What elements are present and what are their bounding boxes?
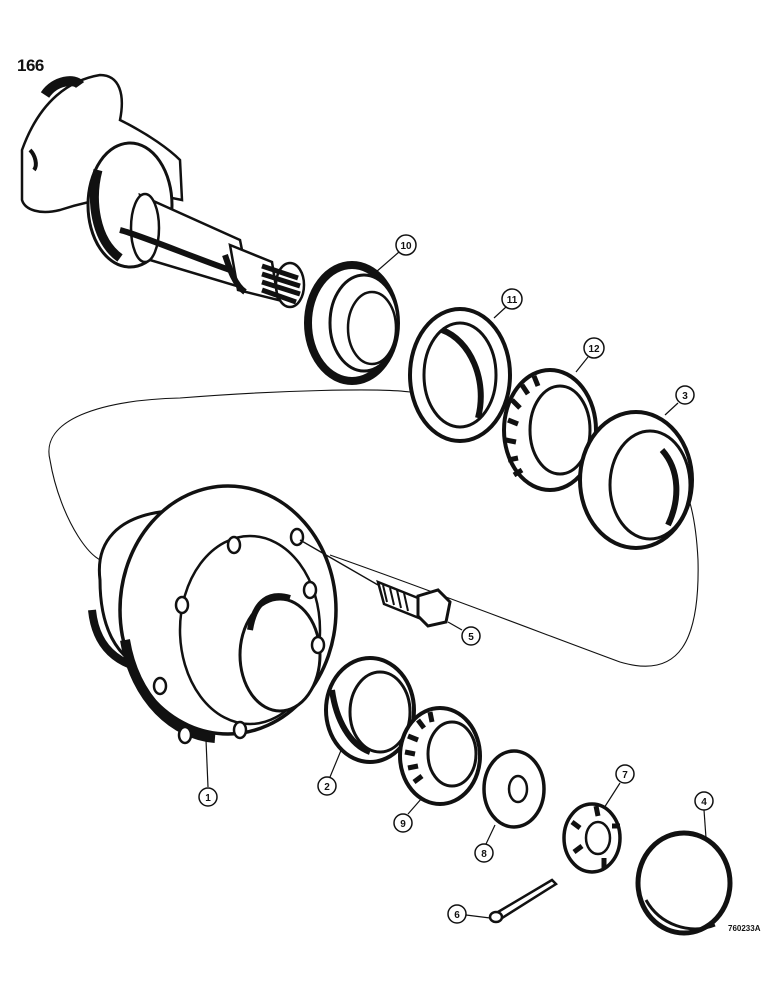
hub-part-1 [88, 484, 338, 745]
callout-11: 11 [493, 288, 523, 319]
callout-label-11: 11 [507, 295, 518, 306]
callout-1: 1 [198, 739, 218, 807]
callout-label-5: 5 [468, 632, 474, 643]
bearing-seal-part-11 [408, 307, 512, 443]
callout-label-10: 10 [400, 241, 412, 252]
callout-label-12: 12 [588, 344, 600, 355]
callout-label-3: 3 [682, 391, 688, 402]
callout-9: 9 [393, 797, 423, 833]
spindle-axle-housing [20, 73, 306, 309]
bearing-cup-part-2 [324, 656, 416, 764]
callout-12: 12 [575, 337, 605, 373]
figure-reference: 760233A [728, 924, 761, 933]
callout-3: 3 [664, 385, 695, 416]
callout-label-8: 8 [481, 849, 487, 860]
callout-7: 7 [603, 764, 635, 809]
stud-bolt-part-5 [299, 539, 452, 628]
castle-nut-part-7 [562, 802, 622, 874]
page-number: 166 [17, 56, 44, 75]
seal-part-10 [304, 261, 400, 385]
hub-bolt-holes [152, 527, 326, 745]
callout-8: 8 [474, 824, 496, 863]
callout-label-1: 1 [205, 793, 211, 804]
callout-6: 6 [447, 904, 491, 924]
callout-4: 4 [694, 791, 714, 839]
callouts: 1 2 3 4 5 6 7 [198, 234, 714, 924]
callout-label-9: 9 [400, 819, 406, 830]
callout-2: 2 [317, 747, 343, 796]
roller-bearing-part-12 [502, 368, 598, 492]
callout-label-2: 2 [324, 782, 330, 793]
assembly-path-line [48, 389, 699, 667]
callout-5: 5 [447, 621, 481, 646]
bearing-cup-part-3 [578, 410, 694, 550]
callout-label-7: 7 [622, 770, 628, 781]
callout-10: 10 [375, 234, 417, 273]
washer-part-8 [482, 749, 546, 829]
cotter-pin-part-6 [488, 878, 558, 924]
callout-label-4: 4 [701, 797, 707, 808]
roller-bearing-part-9 [398, 706, 482, 806]
hub-cap-part-4 [635, 830, 733, 936]
callout-label-6: 6 [454, 910, 460, 921]
